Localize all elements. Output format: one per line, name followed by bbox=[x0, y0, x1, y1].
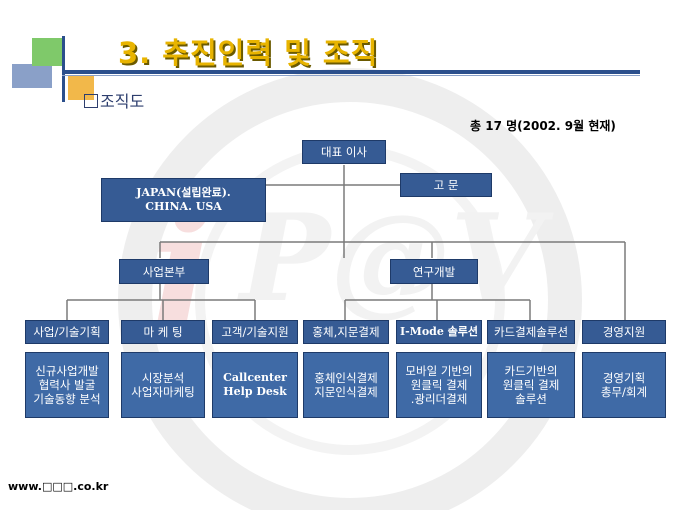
org-box-rnd-division: 연구개발 bbox=[390, 259, 478, 284]
team-header-marketing: 마 케 팅 bbox=[121, 320, 205, 344]
section-label-text: 조직도 bbox=[100, 92, 145, 111]
org-box-overseas: JAPAN(설립완료). CHINA. USA bbox=[101, 178, 266, 222]
team-detail-biometric: 홍체인식결제 지문인식결제 bbox=[303, 352, 389, 418]
section-label: 조직도 bbox=[84, 88, 144, 112]
team-detail-line: .광리더결제 bbox=[410, 392, 468, 406]
team-detail-line: 카드기반의 bbox=[504, 364, 558, 378]
team-detail-line: 경영기획 bbox=[602, 371, 646, 385]
title-decoration-orange bbox=[68, 76, 94, 100]
team-title: 고객/기술지원 bbox=[221, 325, 289, 339]
team-detail-line: Callcenter bbox=[223, 371, 287, 384]
overseas-line-1: JAPAN(설립완료). bbox=[136, 186, 231, 199]
team-title: 마 케 팅 bbox=[143, 325, 183, 339]
org-box-business-division: 사업본부 bbox=[119, 259, 209, 284]
team-detail-support: Callcenter Help Desk bbox=[212, 352, 298, 418]
team-detail-line: 사업자마케팅 bbox=[131, 385, 195, 399]
team-detail-line: 홍체인식결제 bbox=[314, 371, 378, 385]
team-detail-planning: 신규사업개발 협력사 발굴 기술동향 분석 bbox=[25, 352, 109, 418]
team-detail-line: 신규사업개발 bbox=[35, 364, 99, 378]
team-title: 사업/기술기획 bbox=[33, 325, 101, 339]
watermark-logo-text: P@V bbox=[237, 188, 554, 329]
team-header-imode: I-Mode 솔루션 bbox=[396, 320, 482, 344]
title-vertical-rule bbox=[62, 36, 65, 102]
team-detail-line: 협력사 발굴 bbox=[38, 378, 96, 392]
business-division-label: 사업본부 bbox=[142, 264, 186, 279]
team-detail-line: Help Desk bbox=[223, 385, 287, 398]
team-detail-management: 경영기획 총무/회계 bbox=[582, 352, 666, 418]
page-title: 3. 추진인력 및 조직 bbox=[118, 36, 379, 70]
footer-url: www.□□□.co.kr bbox=[8, 480, 109, 493]
org-box-ceo-label: 대표 이사 bbox=[321, 145, 367, 159]
team-title: 경영지원 bbox=[602, 325, 646, 339]
team-detail-marketing: 시장분석 사업자마케팅 bbox=[121, 352, 205, 418]
team-header-biometric: 홍체,지문결제 bbox=[303, 320, 389, 344]
staff-count-note: 총 17 명(2002. 9월 현재) bbox=[470, 119, 616, 133]
title-decoration-blue bbox=[12, 64, 52, 88]
team-title: 카드결제솔루션 bbox=[493, 325, 569, 339]
team-detail-line: 시장분석 bbox=[141, 371, 185, 385]
team-title: 홍체,지문결제 bbox=[312, 325, 380, 339]
rnd-division-label: 연구개발 bbox=[412, 264, 456, 279]
team-detail-line: 총무/회계 bbox=[600, 385, 648, 399]
team-detail-line: 지문인식결제 bbox=[314, 385, 378, 399]
team-title: I-Mode 솔루션 bbox=[399, 325, 479, 338]
team-header-planning: 사업/기술기획 bbox=[25, 320, 109, 344]
team-detail-imode: 모바일 기반의 원클릭 결제 .광리더결제 bbox=[396, 352, 482, 418]
overseas-line-2: CHINA. USA bbox=[145, 200, 222, 213]
team-detail-line: 원클릭 결제 bbox=[502, 378, 560, 392]
team-detail-line: 원클릭 결제 bbox=[410, 378, 468, 392]
org-box-advisor: 고 문 bbox=[400, 173, 492, 197]
team-detail-line: 솔루션 bbox=[515, 392, 547, 406]
org-box-advisor-label: 고 문 bbox=[433, 178, 459, 192]
team-detail-line: 기술동향 분석 bbox=[33, 392, 101, 406]
title-rule-thin bbox=[62, 75, 640, 76]
team-header-management: 경영지원 bbox=[582, 320, 666, 344]
team-header-support: 고객/기술지원 bbox=[212, 320, 298, 344]
title-rule bbox=[62, 70, 640, 74]
team-detail-card: 카드기반의 원클릭 결제 솔루션 bbox=[487, 352, 575, 418]
team-header-card: 카드결제솔루션 bbox=[487, 320, 575, 344]
org-box-ceo: 대표 이사 bbox=[302, 140, 386, 164]
checkbox-square-icon bbox=[84, 94, 98, 108]
title-decoration-green bbox=[32, 38, 62, 66]
team-detail-line: 모바일 기반의 bbox=[405, 364, 473, 378]
